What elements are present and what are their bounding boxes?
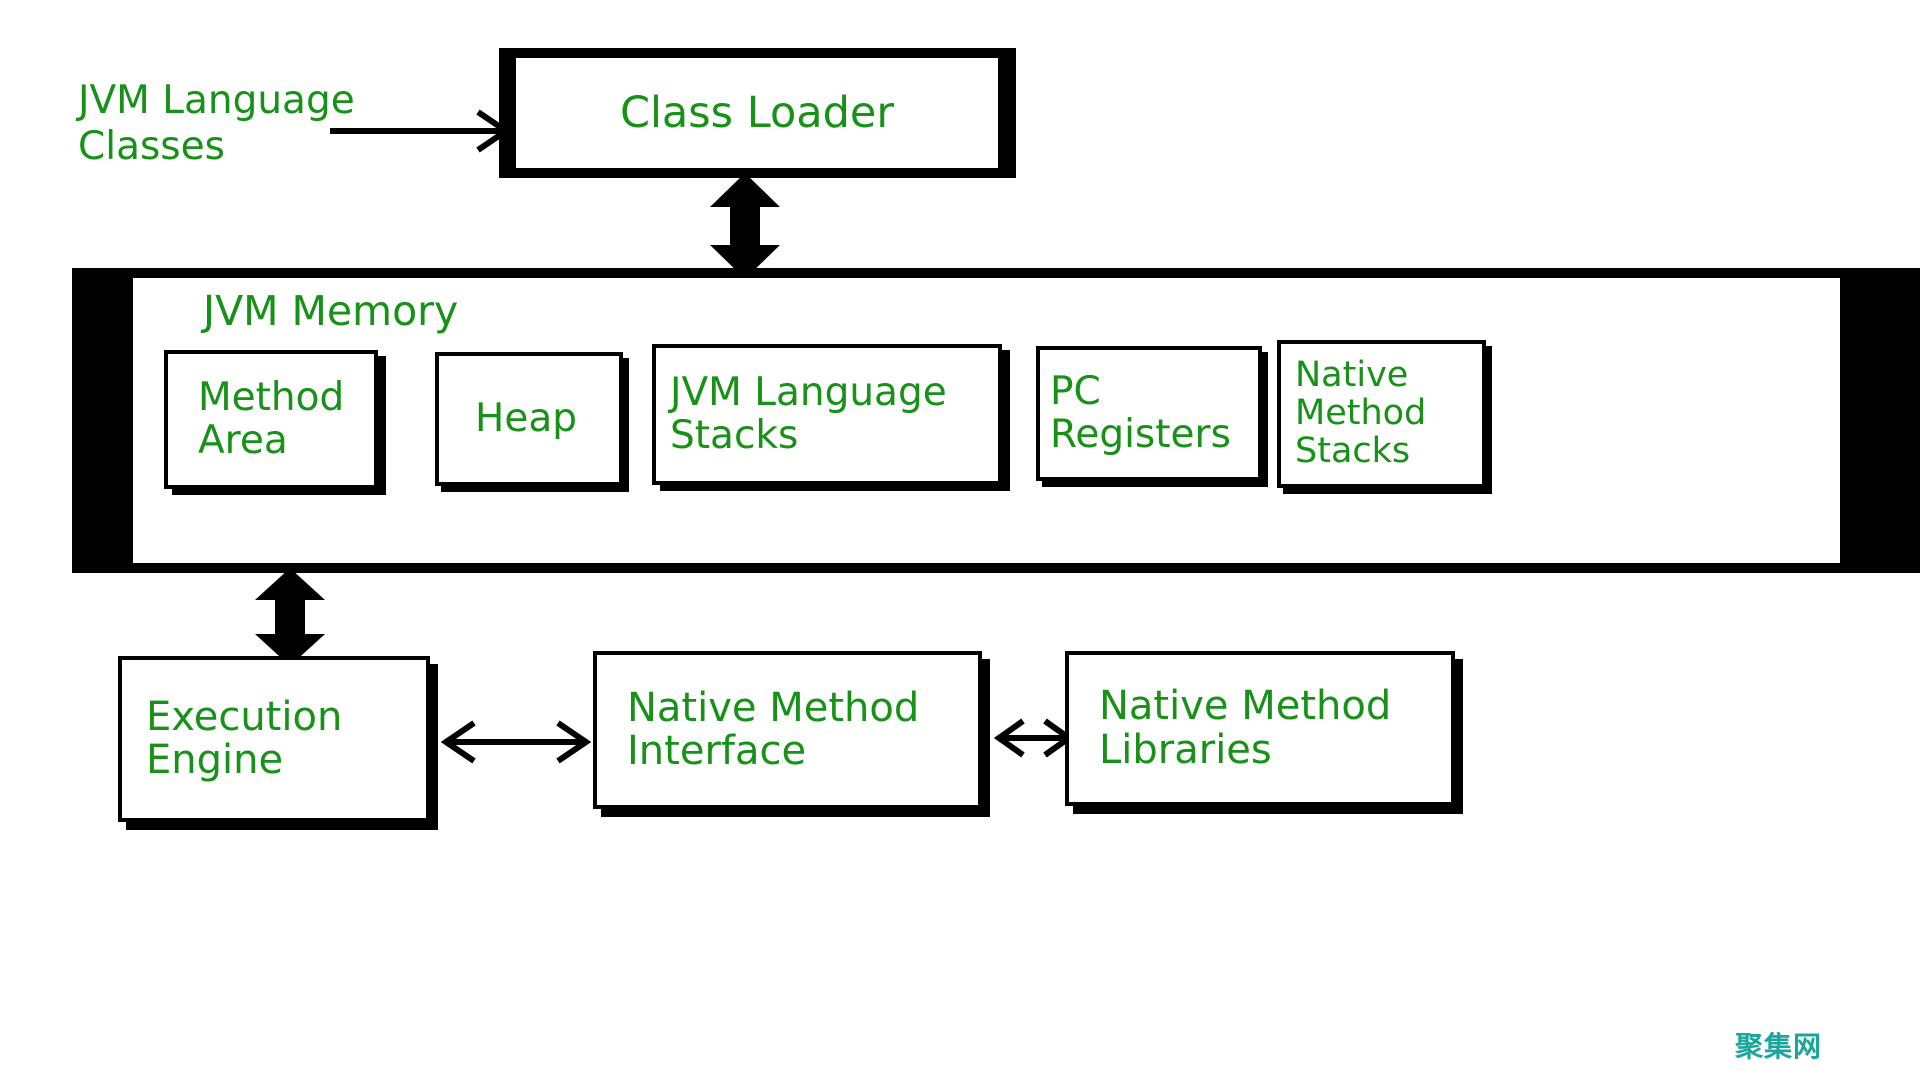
native-method-libraries-label: Native Method Libraries — [1099, 683, 1392, 773]
execution-engine-label: Execution Engine — [146, 693, 343, 783]
class-loader-label: Class Loader — [619, 87, 895, 138]
pc-registers-box[interactable]: PC Registers — [1036, 346, 1262, 481]
heap-box[interactable]: Heap — [435, 352, 623, 486]
arrow-classes-to-class-loader — [330, 109, 512, 153]
jvm-language-classes-label: JVM Language Classes — [78, 78, 355, 170]
jvm-language-stacks-label: JVM Language Stacks — [670, 370, 947, 458]
native-method-interface-label: Native Method Interface — [627, 684, 920, 774]
native-method-stacks-box[interactable]: Native Method Stacks — [1277, 340, 1486, 488]
arrow-execution-engine-to-native-method-interface — [440, 720, 592, 764]
jvm-language-stacks-box[interactable]: JVM Language Stacks — [652, 344, 1002, 485]
native-method-stacks-label: Native Method Stacks — [1295, 355, 1427, 471]
heap-label: Heap — [475, 395, 577, 441]
arrow-jvm-memory-to-execution-engine — [255, 568, 325, 666]
native-method-libraries-box[interactable]: Native Method Libraries — [1065, 651, 1455, 806]
execution-engine-box[interactable]: Execution Engine — [118, 656, 430, 822]
method-area-box[interactable]: Method Area — [164, 350, 378, 489]
arrow-native-method-interface-to-native-method-libraries — [993, 718, 1075, 758]
class-loader-box[interactable]: Class Loader — [512, 54, 1002, 172]
method-area-label: Method Area — [198, 375, 345, 463]
watermark-text: 聚集网 — [1735, 1030, 1823, 1063]
pc-registers-label: PC Registers — [1050, 369, 1231, 457]
arrow-class-loader-to-jvm-memory — [710, 173, 780, 279]
jvm-memory-title: JVM Memory — [203, 287, 459, 335]
native-method-interface-box[interactable]: Native Method Interface — [593, 651, 982, 809]
